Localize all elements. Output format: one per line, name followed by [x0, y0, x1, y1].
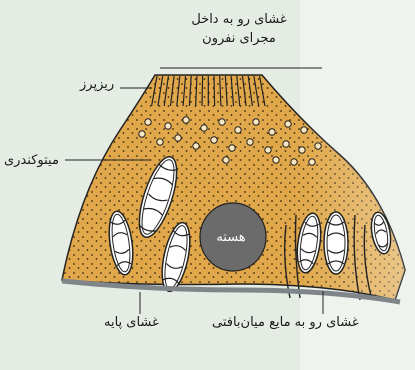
vesicle	[223, 157, 229, 163]
microvilli-label: ریزپرز	[80, 77, 114, 92]
vesicle	[301, 127, 307, 133]
vesicle	[247, 139, 253, 145]
mitochondrion	[324, 212, 348, 274]
apical-label-line1: غشای رو به داخل	[150, 10, 328, 29]
vesicle	[211, 137, 217, 143]
microvillus	[214, 76, 215, 106]
vesicle	[299, 147, 305, 153]
nucleus-label: هسته	[203, 230, 259, 245]
vesicle	[309, 159, 315, 165]
vesicle	[235, 127, 241, 133]
vesicle	[265, 147, 271, 153]
vesicle	[291, 159, 297, 165]
vesicle	[183, 117, 189, 123]
vesicle	[139, 131, 145, 137]
basolateral-membrane-label: غشای رو به مایع میان‌بافتی	[212, 315, 359, 330]
vesicle	[273, 157, 279, 163]
vesicle	[157, 139, 163, 145]
vesicle	[219, 119, 225, 125]
apical-label-line2: مجرای نفرون	[150, 29, 328, 48]
vesicle	[253, 119, 259, 125]
vesicle	[283, 141, 289, 147]
vesicle	[165, 123, 171, 129]
vesicle	[315, 143, 321, 149]
vesicle	[193, 143, 199, 149]
basal-membrane-label: غشای پایه	[104, 315, 159, 330]
vesicle	[201, 125, 207, 131]
mitochondria-label: میتوکندری	[4, 153, 59, 168]
vesicle	[269, 129, 275, 135]
vesicle	[285, 121, 291, 127]
apical-membrane-label: غشای رو به داخل مجرای نفرون	[150, 10, 328, 48]
vesicle	[229, 145, 235, 151]
vesicle	[175, 135, 181, 141]
vesicle	[145, 119, 151, 125]
microvillus	[202, 76, 203, 106]
